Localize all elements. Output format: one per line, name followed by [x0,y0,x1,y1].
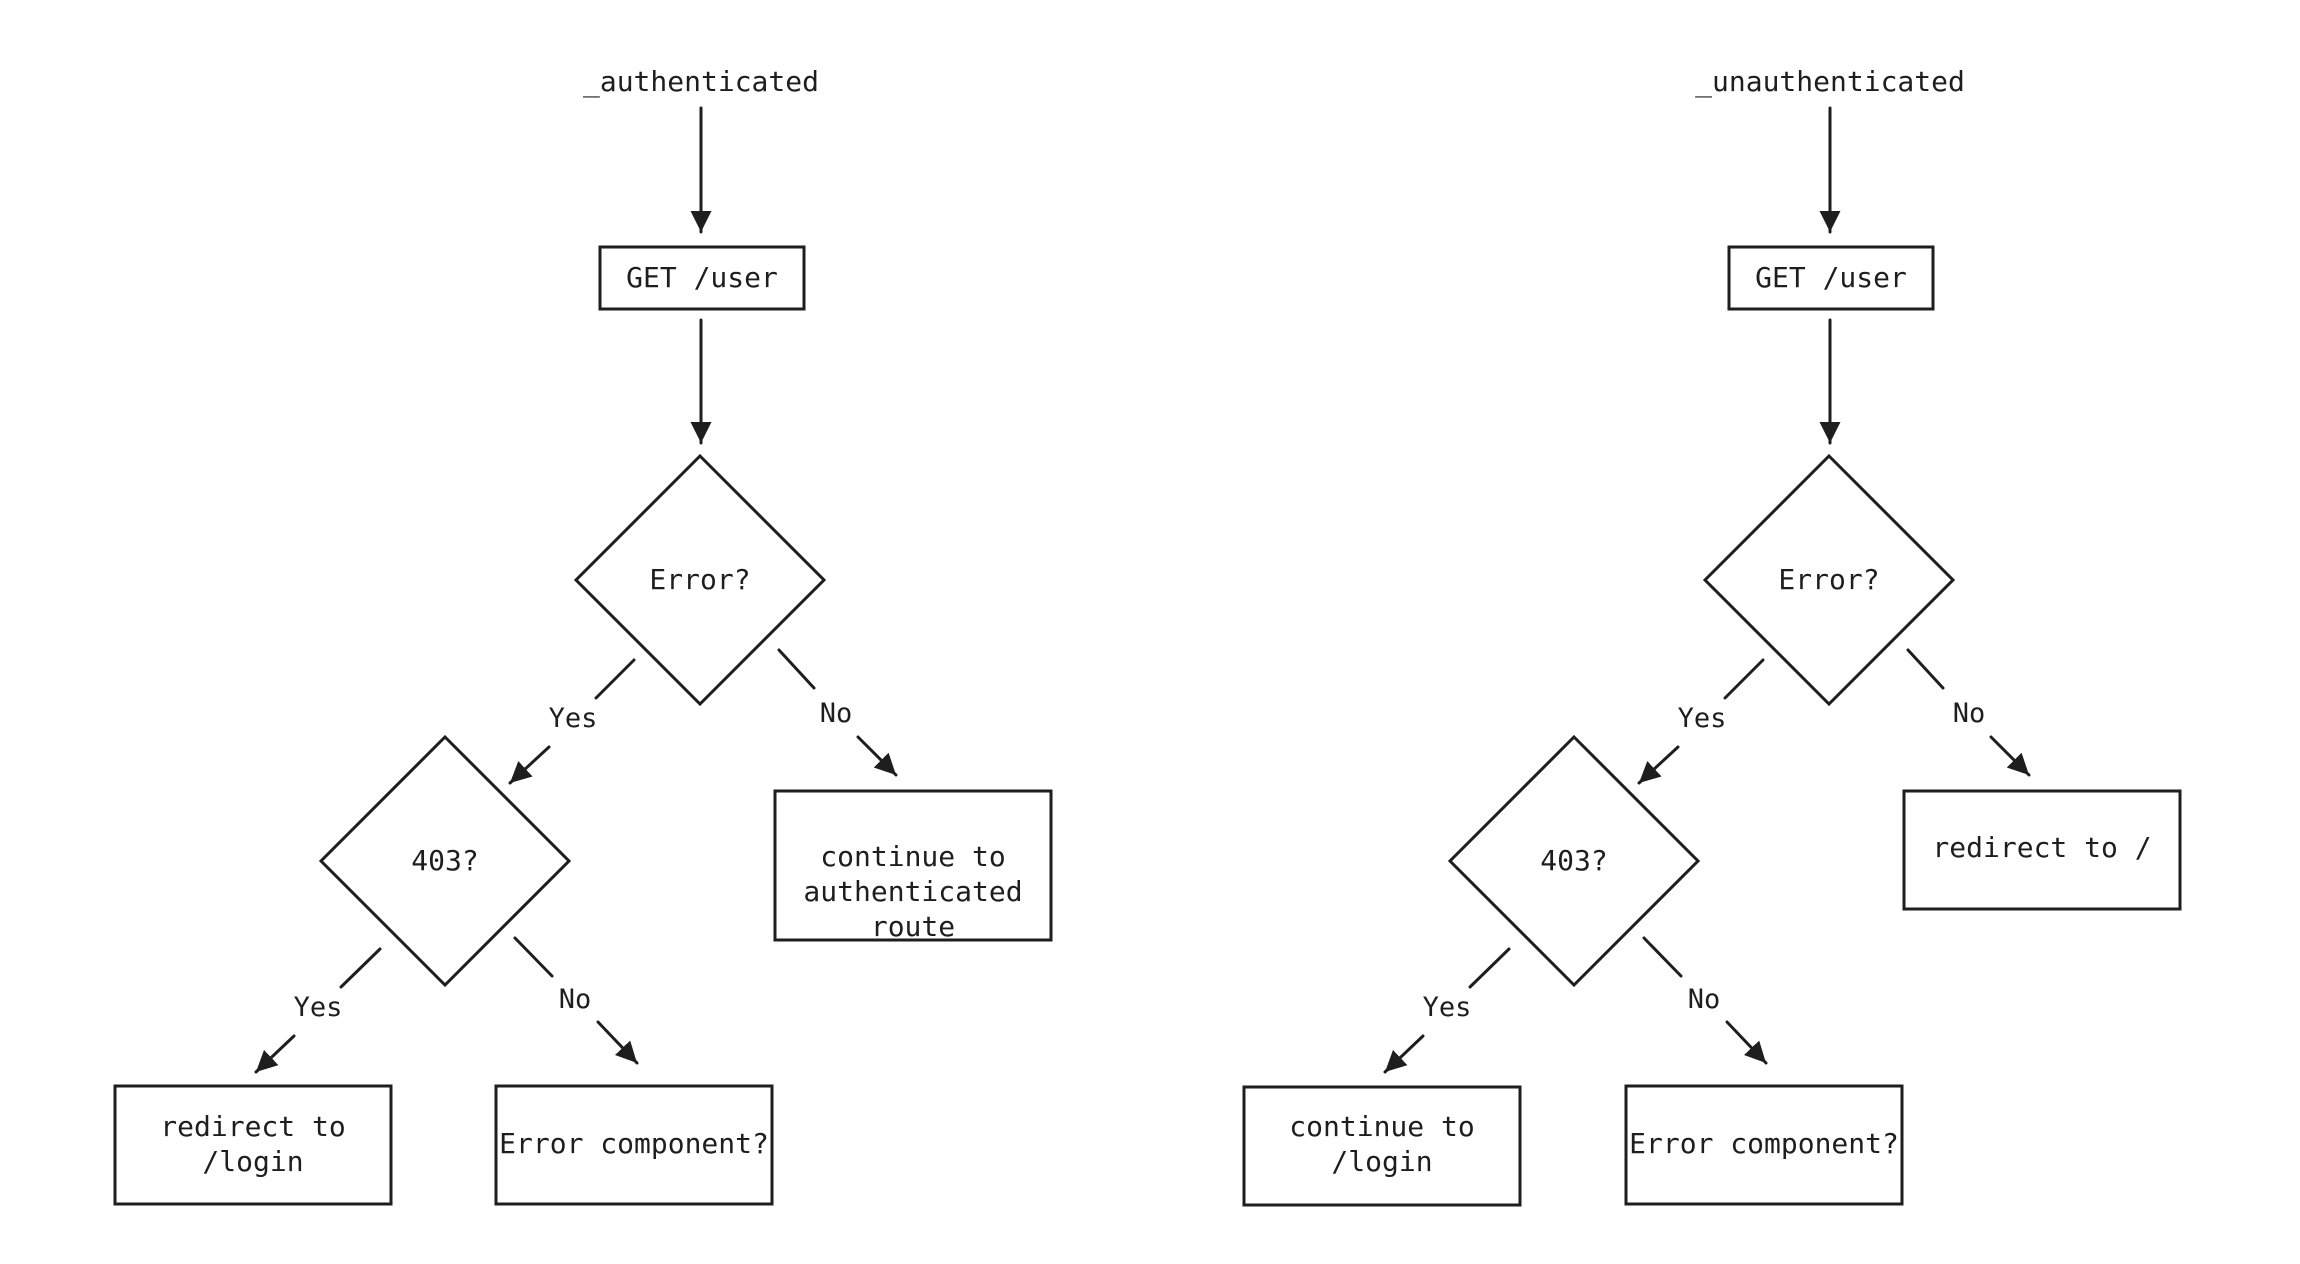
left-error-no-label: No [820,698,853,729]
left-forbidden-no-arrow [596,1020,639,1065]
right-error-yes-line [1723,658,1765,700]
right-error-no-arrow [1989,735,2031,777]
right-error-text: Error? [1778,563,1879,596]
left-request-text: GET /user [626,261,778,294]
right-forbidden-yes-arrow [1383,1034,1425,1074]
left-forbidden-yes-arrow [254,1034,296,1074]
left-forbidden-text: 403? [411,844,478,877]
right-error-yes-label: Yes [1678,703,1727,734]
right-error-diamond [1702,453,1956,707]
right-error-no-text: redirect to / [1932,831,2151,864]
right-forbidden-no-line [1642,936,1683,978]
left-error-yes-arrow [508,745,551,785]
right-start-label: _unauthenticated [1695,65,1965,99]
right-forbidden-yes-label: Yes [1423,992,1472,1023]
left-forbidden-no-label: No [559,984,592,1015]
left-error-yes-line [594,658,636,700]
left-error-text: Error? [649,563,750,596]
right-error-no-line [1906,648,1945,690]
left-forbidden-no-line [513,936,554,978]
left-forbidden-yes-label: Yes [294,992,343,1023]
left-forbidden-yes-line [339,947,382,989]
right-error-yes-arrow [1637,745,1680,785]
right-request-text: GET /user [1755,261,1907,294]
right-request-box [1727,245,1935,311]
right-forbidden-no-arrow [1725,1020,1768,1065]
right-forbidden-text: 403? [1540,844,1607,877]
right-flow: _unauthenticated GET /user Error? Yes No… [1242,65,2182,1207]
right-forbidden-yes-text: continue to/login [1289,1110,1474,1178]
left-request-box [598,245,806,311]
left-forbidden-no-box [494,1084,774,1206]
left-forbidden-diamond [318,734,572,988]
right-forbidden-no-text: Error component? [1629,1127,1899,1160]
left-error-yes-label: Yes [549,703,598,734]
right-forbidden-yes-box [1242,1085,1522,1207]
left-forbidden-no-text: Error component? [499,1127,769,1160]
right-forbidden-no-box [1624,1084,1904,1206]
right-error-no-box [1902,789,2182,911]
left-flow: _authenticated GET /user Error? Yes No c… [113,65,1053,1206]
left-error-no-line [777,648,816,690]
right-forbidden-no-label: No [1688,984,1721,1015]
right-forbidden-diamond [1447,734,1701,988]
right-forbidden-yes-line [1468,947,1511,989]
left-error-diamond [573,453,827,707]
left-forbidden-yes-box [113,1084,393,1206]
left-start-label: _authenticated [583,65,819,99]
left-error-no-box [773,789,1053,942]
left-error-no-arrow [856,735,898,777]
left-forbidden-yes-text: redirect to/login [160,1110,345,1178]
right-error-no-label: No [1953,698,1986,729]
